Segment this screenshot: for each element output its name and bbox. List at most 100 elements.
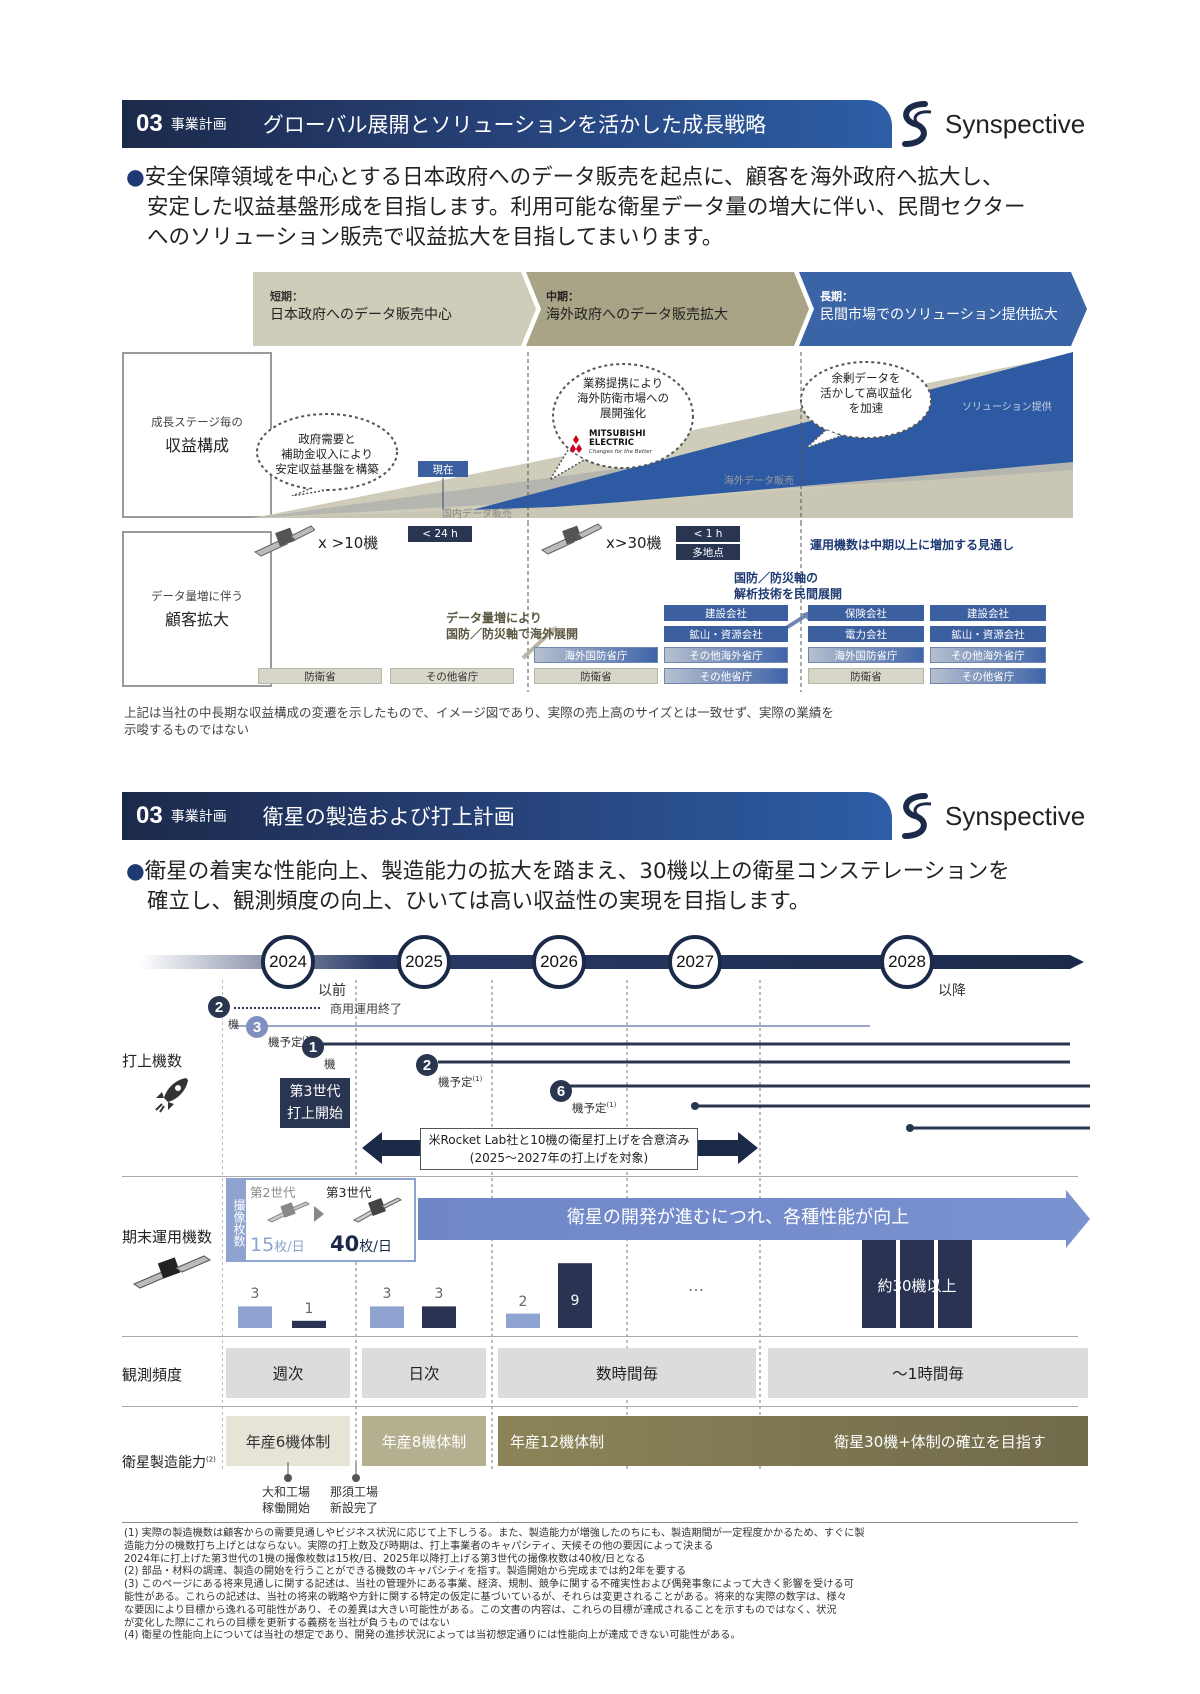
cap-12: 年産12機体制 [510,1432,605,1451]
customer-overseas-mod-mid: 海外国防省庁 [534,647,658,663]
gen2-rate: 15枚/日 [250,1234,305,1256]
bubble-long-text: 余剰データを 活かして高収益化 を加速 [820,371,912,415]
launch-count-gen3: 1 [302,1036,324,1058]
year-2025: 2025 [397,935,451,989]
gen3-label: 第3世代 [326,1185,372,1200]
brand-name-2: Synspective [945,800,1086,831]
mitsubishi-logo: MITSUBISHI ELECTRIC Changes for the Bett… [566,430,652,457]
ops-bar-value-2: 3 [382,1286,392,1303]
rocket-icon [155,1078,188,1113]
disclaimer: 上記は当社の中長期な収益構成の変遷を示したもので、イメージ図であり、実際の売上高… [124,705,834,737]
ops-bar-2028-a [862,1240,896,1328]
ops-bar-5 [558,1263,592,1328]
customer-mod-mid: 防衛省 [534,668,658,684]
multi-site: 多地点 [676,544,740,560]
ops-bar-0 [238,1306,272,1328]
row-label-revenue: 成長ステージ毎の 収益構成 [122,352,272,518]
revisit-short: < 24 h [408,526,472,542]
freq-daily: 日次 [362,1348,486,1398]
synspective-logo-icon [902,101,932,147]
customer-overseas-other-long: その他海外省庁 [930,647,1046,663]
customer-other-short: その他省庁 [390,668,514,684]
customer-overseas-mod-long: 海外国防省庁 [808,647,924,663]
ops-bar-2028-c [938,1240,972,1328]
gen2-label: 第2世代 [250,1185,296,1200]
section-label: 事業計画 [170,117,227,133]
year-2028: 2028 [880,935,934,989]
launch-count-2024: 3 [246,1016,268,1038]
footnotes: (1) 実際の製造機数は顧客からの需要見通しやビジネス状況に応じて上下しうる。ま… [124,1528,865,1642]
mitsubishi-diamonds-icon [570,434,582,453]
customer-mining-mid: 鉱山・資源会社 [664,626,788,642]
customer-construction-mid: 建設会社 [664,605,788,621]
ops-bar-2028-b [900,1240,934,1328]
satellite-icon [253,525,315,557]
ops-bar-value-5: 9 [570,1293,580,1310]
section2-header: 03 事業計画 衛星の製造および打上計画 [122,792,892,840]
phase-mid: 中期： 海外政府へのデータ販売拡大 [546,290,728,323]
revisit-mid: < 1 h [676,526,740,542]
lead-text-2: ●衛星の着実な性能向上、製造能力の拡大を踏まえ、30機以上の衛星コンステレーショ… [126,859,1010,914]
note-mid-expansion: データ量増により 国防／防災軸で海外展開 [446,611,579,641]
bubble-long [800,361,932,449]
satellite-icon-ops [132,1255,212,1289]
ops-label: 期末運用機数 [122,1228,213,1246]
brand-logo-2: Synspective [895,792,1085,840]
cap-6: 年産6機体制 [226,1416,350,1466]
cap-label: 衛星製造能力(2) [122,1455,216,1471]
ops-final-label: 約30機以上 [877,1277,957,1295]
freq-hourly: ～1時間毎 [768,1348,1088,1398]
row-divider-3 [122,1406,1078,1407]
note-long-expansion: 国防／防災軸の 解析技術を民間展開 [734,571,843,601]
year-2027: 2027 [668,935,722,989]
footnote-divider [122,1522,1078,1523]
freq-weekly: 週次 [226,1348,350,1398]
year-before: 以前 [318,983,346,999]
factory-nasu: 那須工場 新設完了 [330,1485,379,1515]
brand-logo: Synspective [895,100,1085,148]
now-marker: 現在 [418,461,468,477]
imaging-label: 撮像枚数 [226,1178,246,1262]
rocketlab-note: 米Rocket Lab社と10機の衛星打上げを合意済み (2025～2027年の… [420,1128,698,1170]
row-divider-2 [122,1336,1078,1337]
customer-other-long: その他省庁 [930,668,1046,684]
timeline-arrow [140,955,1084,969]
year-2024: 2024 [261,935,315,989]
launch-text-2025: 機予定(1) [438,1075,483,1089]
area-label-solution: ソリューション提供 [962,402,1052,413]
year-2026: 2026 [532,935,586,989]
ops-bar-3 [422,1306,456,1328]
ops-bar-value-3: 3 [434,1286,444,1303]
satellite-icon-mid [540,523,602,555]
launch-unit-gen3: 機 [324,1057,336,1071]
area-label-overseas: 海外データ販売 [724,476,794,487]
ops-bar-1 [292,1320,326,1328]
page-title: グローバル展開とソリューションを活かした成長戦略 [262,113,767,137]
performance-arrow-text: 衛星の開発が進むにつれ、各種性能が向上 [566,1207,910,1228]
launch-label: 打上機数 [122,1052,183,1070]
ops-bar-chart [238,1263,592,1328]
ops-bar-4 [506,1313,540,1328]
satellite-gen2-icon [266,1201,310,1223]
sat-count-short: x >10機 [318,534,379,552]
launch-lines [234,1007,1090,1132]
section-number-2: 03 [136,802,163,829]
year-after: 以降 [938,983,966,999]
section-label-2: 事業計画 [170,809,227,825]
cap-30: 衛星30機+体制の確立を目指す [834,1432,1046,1451]
section1-header: 03 事業計画 グローバル展開とソリューションを活かした成長戦略 [122,100,892,148]
ops-bar-value-0: 3 [250,1286,260,1303]
phase-long: 長期： 民間市場でのソリューション提供拡大 [820,290,1058,323]
cap-8: 年産8機体制 [362,1416,486,1466]
gen3-start-box: 第3世代 打上開始 [280,1078,350,1128]
sat-count-mid: x>30機 [606,534,662,552]
lead-text: ●安全保障領域を中心とする日本政府へのデータ販売を起点に、顧客を海外政府へ拡大し… [126,165,1026,250]
ops-bar-value-4: 2 [518,1293,528,1310]
customer-mining-long: 鉱山・資源会社 [930,626,1046,642]
row-divider-1 [122,1176,1078,1177]
section-number: 03 [136,110,163,137]
gen-arrow-icon [314,1206,324,1222]
launch-unit-gen2: 機 [228,1018,239,1031]
area-label-domestic: 国内データ販売 [442,509,512,520]
satellite-gen3-icon [352,1197,402,1223]
